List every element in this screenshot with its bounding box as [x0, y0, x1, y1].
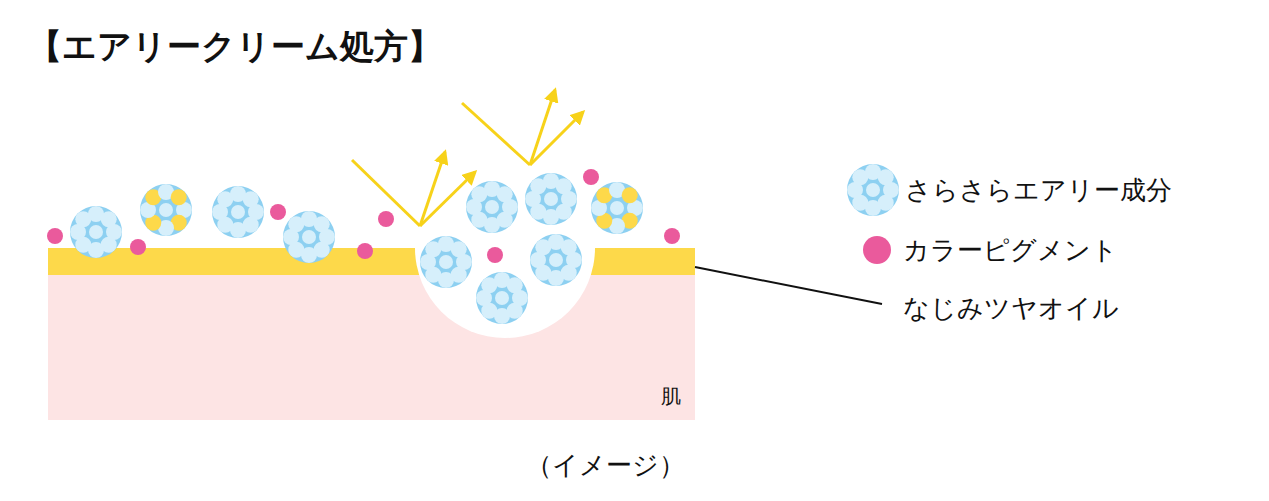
airy-particle — [476, 272, 528, 324]
legend-swatch — [863, 236, 891, 264]
airy-particle — [466, 181, 518, 233]
title: 【エアリークリーム処方】 — [28, 24, 442, 70]
skin-layer — [48, 275, 695, 420]
airy-particle — [530, 234, 582, 286]
region-label: 肌 — [661, 383, 681, 410]
legend-swatch — [845, 163, 901, 217]
airy-particle — [283, 211, 335, 263]
legend-item: カラーピグメント — [845, 223, 1118, 277]
pigment-dot — [487, 247, 503, 263]
pigment-dot — [270, 204, 286, 220]
pigment-dot — [583, 169, 599, 185]
pigment-dot — [47, 228, 63, 244]
pigment-dot — [130, 239, 146, 255]
leader-line — [695, 267, 882, 304]
airy-particle — [591, 182, 643, 234]
pore — [415, 248, 595, 338]
airy-particle — [212, 186, 264, 238]
airy-particle — [420, 236, 472, 288]
airy-particle — [70, 206, 122, 258]
pigment-dot — [357, 243, 373, 259]
legend-text: さらさらエアリー成分 — [905, 173, 1172, 208]
pigment-dot — [378, 211, 394, 227]
legend-item: さらさらエアリー成分 — [845, 163, 1172, 217]
skin-region: 肌 — [48, 275, 695, 420]
airy-particle — [525, 173, 577, 225]
airy-particle — [847, 164, 899, 216]
light-rays — [352, 90, 583, 226]
caption: （イメージ） — [526, 448, 685, 483]
airy-particle — [140, 184, 192, 236]
legend-text: カラーピグメント — [903, 233, 1118, 268]
pigment-dot — [664, 228, 680, 244]
callout-label: なじみツヤオイル — [903, 291, 1119, 326]
